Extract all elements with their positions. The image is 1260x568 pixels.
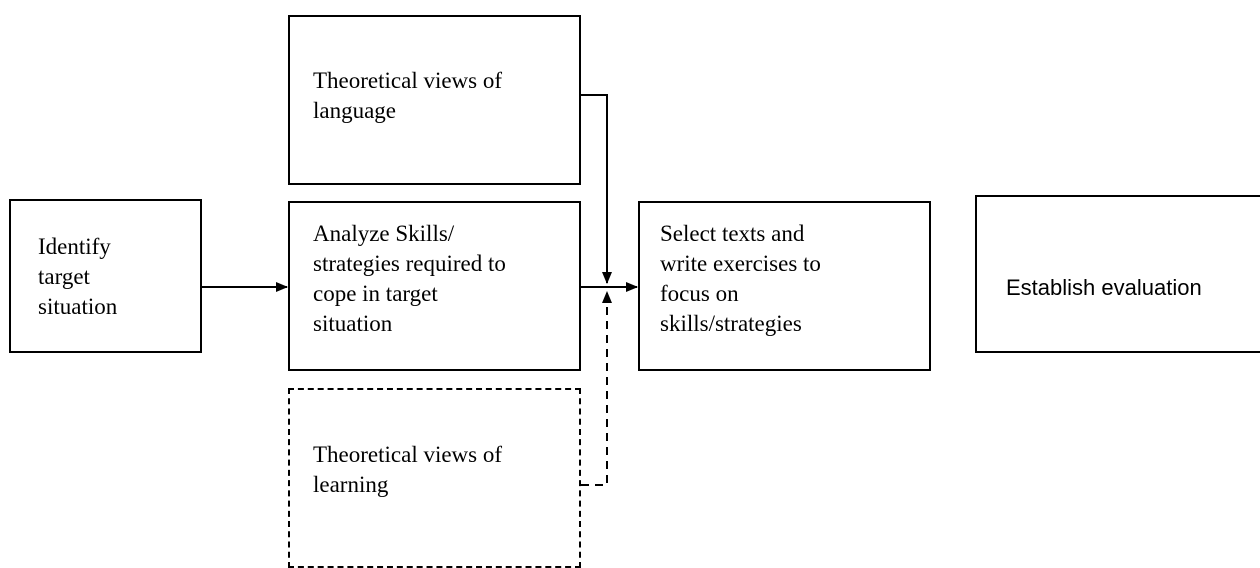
label-establish-evaluation: Establish evaluation: [1006, 275, 1202, 300]
label-theoretical-views-language: Theoretical views of language: [313, 68, 503, 123]
node-select-texts: [638, 201, 931, 371]
node-identify-target-situation: [9, 199, 202, 353]
arrow-language-to-junction: [581, 94, 612, 284]
label-select-texts: Select texts and write exercises to focu…: [660, 221, 821, 336]
label-theoretical-views-learning: Theoretical views of learning: [313, 442, 503, 497]
esp-course-design-flowchart: Identify target situation Theoretical vi…: [9, 15, 1260, 568]
label-analyze-skills: Analyze Skills/ strategies required to c…: [313, 221, 506, 336]
label-identify-target-situation: Identify target situation: [38, 234, 118, 319]
arrow-learning-to-junction: [581, 291, 612, 486]
connectors: [202, 94, 638, 486]
node-theoretical-views-language: [288, 15, 581, 185]
node-establish-evaluation: [975, 195, 1260, 353]
node-theoretical-views-learning: [288, 388, 581, 568]
node-analyze-skills: [288, 201, 581, 371]
